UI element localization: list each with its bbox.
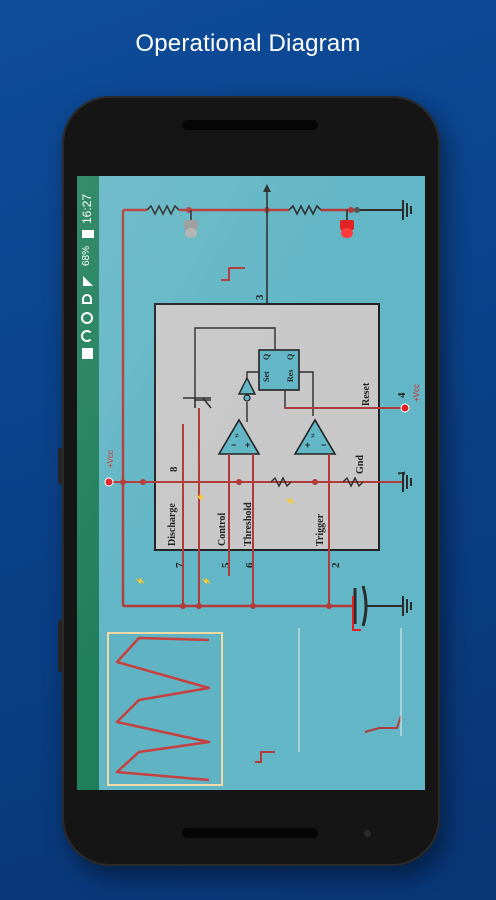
transistor-icon — [183, 397, 212, 409]
power-button — [58, 620, 62, 672]
pin-label-5: 5 — [220, 562, 232, 568]
bottom-rail — [123, 603, 355, 609]
signal-icon — [83, 276, 93, 286]
earpiece-speaker — [182, 120, 318, 130]
flipflop-reset-label: Res — [286, 370, 295, 382]
comparator-icon: + − ≠ — [293, 418, 337, 455]
pin-label-8: 8 — [168, 466, 180, 472]
pin-wires — [182, 408, 330, 606]
resistor-icon — [342, 476, 364, 488]
pin-label-7: 7 — [174, 562, 186, 568]
sawtooth-waveform — [115, 636, 211, 782]
flipflop-icon: Set Res Q Q — [258, 349, 300, 391]
trigger-pin-label: Trigger — [315, 513, 326, 546]
ground-icon — [402, 596, 412, 616]
reset-line: +Vcc Reset 4 — [285, 382, 421, 413]
phone-screen[interactable]: 16:27 68% — [77, 176, 425, 790]
flipflop-set-label: Set — [262, 371, 271, 382]
sensor-dot — [364, 830, 371, 837]
flipflop-qbar-label: Q — [286, 354, 295, 360]
comparator-icon: − + ≠ — [217, 418, 261, 455]
svg-text:−: − — [321, 440, 326, 450]
battery-icon — [82, 230, 94, 238]
alarm-icon — [81, 312, 93, 324]
led-icon — [340, 210, 354, 238]
led-icon — [184, 210, 198, 238]
inverter-icon — [237, 376, 257, 402]
oscilloscope-panel — [107, 632, 223, 786]
trigger-waveform-icon — [364, 715, 402, 733]
svg-text:+: + — [245, 440, 250, 450]
resistor-icon — [288, 204, 322, 216]
resistor-icon — [146, 204, 180, 216]
svg-text:≠: ≠ — [311, 433, 315, 440]
vcc-label-right: +Vcc — [412, 384, 421, 402]
ground-icon — [402, 472, 412, 492]
output-waveform-icon — [221, 267, 245, 281]
sync-icon — [81, 330, 93, 342]
capacitor-icon — [352, 585, 403, 631]
circuit-diagram[interactable]: 3 Set Res Q Q +Vcc R — [99, 176, 425, 790]
vcc-label-left: +Vcc — [106, 450, 115, 468]
svg-text:⚡: ⚡ — [135, 576, 145, 586]
bottom-speaker — [182, 828, 318, 838]
gnd-pin-label: Gnd — [355, 455, 366, 474]
svg-text:−: − — [231, 440, 236, 450]
volume-button — [58, 448, 62, 484]
discharge-pin-label: Discharge — [167, 503, 178, 546]
page-title: Operational Diagram — [135, 30, 361, 57]
wifi-icon — [82, 294, 92, 304]
top-supply-rail — [123, 204, 389, 216]
svg-text:+: + — [305, 440, 310, 450]
pin-label-6: 6 — [244, 562, 256, 568]
status-time: 16:27 — [80, 193, 94, 224]
svg-text:⚡: ⚡ — [195, 492, 205, 502]
voltage-indicator: ⚡ ⚡ ⚡ ⚡ — [135, 492, 295, 586]
threshold-pin-label: Threshold — [243, 502, 254, 546]
svg-text:≠: ≠ — [235, 433, 239, 440]
pin-label-2: 2 — [330, 562, 342, 568]
svg-text:⚡: ⚡ — [201, 576, 211, 586]
ic-555-chip — [154, 303, 380, 551]
notification-icon — [82, 348, 93, 359]
resistor-icon — [270, 476, 292, 488]
ground-icon — [389, 200, 412, 220]
pin-label-4: 4 — [396, 392, 408, 398]
control-pin-label: Control — [217, 513, 228, 546]
pin-label-1: 1 — [396, 471, 408, 477]
status-bar: 16:27 68% — [77, 176, 99, 790]
reset-pin-label: Reset — [361, 382, 372, 406]
battery-percent: 68% — [81, 245, 92, 266]
pin-label-3: 3 — [254, 294, 266, 300]
svg-text:⚡: ⚡ — [285, 496, 295, 506]
flipflop-q-label: Q — [262, 354, 271, 360]
input-waveform-icon — [255, 751, 275, 763]
